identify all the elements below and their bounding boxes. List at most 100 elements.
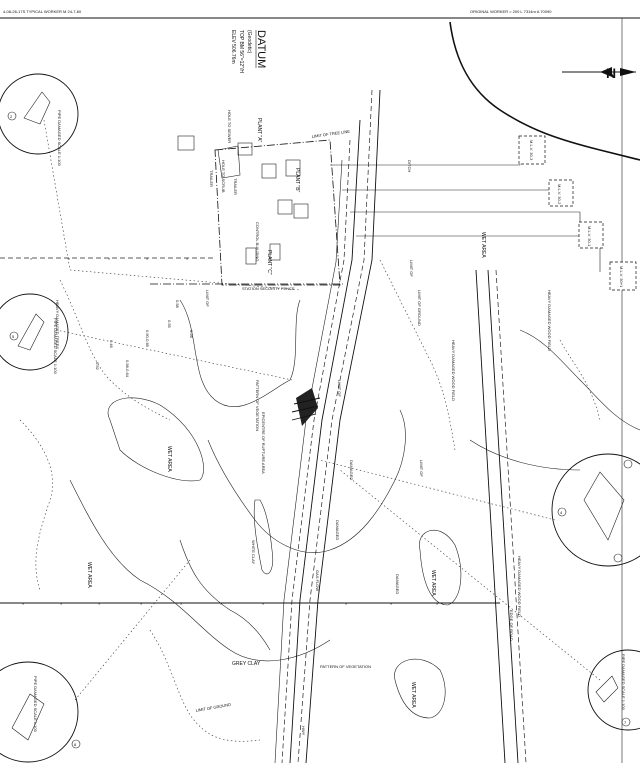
highway: [475, 269, 527, 763]
heavy-damaged-label-1: HEAVY DAMAGED WOOD FIELD: [547, 290, 552, 351]
pattern-veg-label-1: PATTERN OF VEGETATION: [255, 380, 260, 431]
detail-leaders: [43, 119, 601, 701]
plant-a-box: [237, 142, 253, 156]
detail-circle-4: 4: [551, 453, 640, 567]
contour-1: [519, 329, 640, 431]
limit-of-ground-label-2: LIMIT OF GROUND: [195, 702, 231, 713]
datum-title: DATUM: [255, 30, 267, 68]
svg-text:×: ×: [98, 601, 101, 606]
heavy-damaged-label-2: HEAVY DAMAGED WOOD FIELD: [451, 340, 456, 401]
svg-text:×: ×: [180, 601, 183, 606]
epicentre-rupture: [291, 388, 321, 426]
svg-text:×: ×: [140, 601, 143, 606]
wet-area-label-1: WET AREA: [166, 446, 172, 472]
mlv-label-1: M.L.V. 30-3: [529, 140, 534, 161]
north-arrow-letter: N: [606, 65, 616, 81]
svg-text:×: ×: [186, 256, 189, 261]
limit-boundary-lower: [69, 479, 331, 662]
plant-b-box-1: [261, 163, 277, 179]
limit-of-ground-label: LIMIT OF GROUND: [417, 290, 422, 326]
pattern-veg-label-2: PATTERN OF VEGETATION: [320, 664, 371, 669]
datum-line1: (Geodetic): [246, 30, 252, 54]
damaged-label-2: DAMAGED: [395, 574, 400, 594]
limit-of-label-3: LIMIT OF: [419, 460, 424, 477]
svg-text:×: ×: [345, 601, 348, 606]
datum-line2: TOP BM 56"=12"/H: [238, 30, 244, 73]
hwy-label: HWY: [301, 726, 306, 736]
mlv-box-3: M.L.V. 30-1: [578, 221, 604, 249]
wet-area-label-5: WET AREA: [86, 562, 92, 588]
detail-num-2: 5: [12, 334, 15, 339]
heavy-damaged-label-3: HEAVY DAMAGED WOOD FIELD: [517, 556, 522, 617]
spot-reading-4: 0.46: [109, 340, 114, 349]
svg-text:×: ×: [30, 256, 33, 261]
ground-texture-3: [179, 539, 271, 651]
contour-2: [469, 439, 581, 471]
wet-area-shape-2: [419, 529, 462, 606]
detail-label-5: PIPE DAMAGED SCALE 1:100: [621, 654, 626, 711]
svg-text:×: ×: [220, 601, 223, 606]
ditch-label: DITCH: [407, 160, 412, 172]
spot-reading-6: 0.56: [189, 330, 194, 339]
trailer-label-2: TRAILER: [233, 178, 238, 195]
wet-area-shape-3: [394, 658, 446, 719]
spot-reading-5: 0.58-0.64: [125, 360, 130, 378]
detail-label-2: PIPE DAMAGED SCALE 1:100: [53, 318, 58, 375]
mlv-connections: [330, 148, 601, 272]
wet-area-label-3: WET AREA: [410, 682, 416, 708]
grey-clay-label: GREY CLAY: [232, 661, 261, 667]
shoreline: [449, 21, 640, 161]
limit-tree-line-label: LIMIT OF TREE LINE: [311, 129, 350, 139]
damaged-label-3: DAMAGED: [335, 520, 340, 540]
wet-area-label-4: WET AREA: [480, 232, 486, 258]
hole-to-scrub-label: HOLE TO SCRUB: [221, 160, 226, 193]
north-arrow: N: [562, 65, 636, 81]
white-clay-label: WHITE CLAY: [251, 540, 256, 564]
trailer-label-1: TRAILER: [209, 170, 214, 187]
heavy-damaged-label-4: HEAVY DAMAGED TREES: [55, 300, 60, 349]
wet-area-label-2: WET AREA: [430, 570, 436, 596]
plant-c-small-box: [269, 243, 281, 261]
datum-line3: ELEV 506.76m: [230, 30, 236, 64]
control-building-box: [245, 247, 257, 265]
detail-circle-1: 2 PIPE DAMAGED SCALE 1:100: [0, 73, 79, 167]
plant-c-box-1: [277, 199, 293, 215]
survey-line-top: × × × × ×: [0, 256, 215, 261]
limit-of-label-4: LIMIT OF: [409, 260, 414, 277]
svg-text:×: ×: [262, 601, 265, 606]
svg-text:×: ×: [146, 256, 149, 261]
white-clay-shape: [253, 499, 273, 575]
control-building-label: CONTROL BUILDING: [255, 222, 260, 261]
detail-num-4: 4: [560, 510, 563, 515]
station-fence-label: STATION SECURITY FENCE: [242, 286, 295, 291]
plant-b-box-2: [285, 159, 301, 177]
mlv-box-2: M.L.V. 30-2: [548, 179, 574, 207]
limit-ground-bottom: [149, 629, 261, 742]
spot-reading-2: 0.55: [167, 320, 172, 329]
detail-circle-5: 7 PIPE DAMAGED SCALE 1:100: [587, 649, 640, 731]
plant-b-label: PLANT "B": [294, 168, 300, 193]
wet-area-shape-1: [107, 397, 204, 482]
svg-text:×: ×: [390, 601, 393, 606]
hole-to-sewer-label: HOLE TO SEWER: [227, 110, 232, 143]
mlv-label-2: M.L.V. 30-2: [557, 184, 562, 205]
spot-reading-3: 0.50-0.65: [145, 330, 150, 348]
plant-compound: [177, 135, 341, 286]
svg-text:×: ×: [108, 256, 111, 261]
limit-boundary-mid: [207, 409, 406, 553]
limit-of-label-1: LIMIT OF: [205, 290, 210, 307]
svg-text:×: ×: [436, 601, 439, 606]
svg-text:×: ×: [22, 601, 25, 606]
header-right-note: ORIGINAL WORKER = 200 L 7314m A 70090: [470, 9, 552, 14]
limit-ground-left: [59, 279, 171, 421]
detail-circle-2: 5 PIPE DAMAGED SCALE 1:100: [0, 293, 69, 375]
mlv-label-4: M.L.V. 30+1: [619, 266, 624, 288]
svg-text:×: ×: [60, 601, 63, 606]
limit-boundary-right: [379, 259, 456, 451]
detail-num-1: 2: [10, 114, 13, 119]
damaged-label-1: DAMAGED: [349, 460, 354, 480]
detail-circle-3: 8 PIPE DAMAGED SCALE 1:100: [0, 661, 81, 763]
edge-of-road-label: EDGE OF ROAD: [509, 610, 514, 641]
